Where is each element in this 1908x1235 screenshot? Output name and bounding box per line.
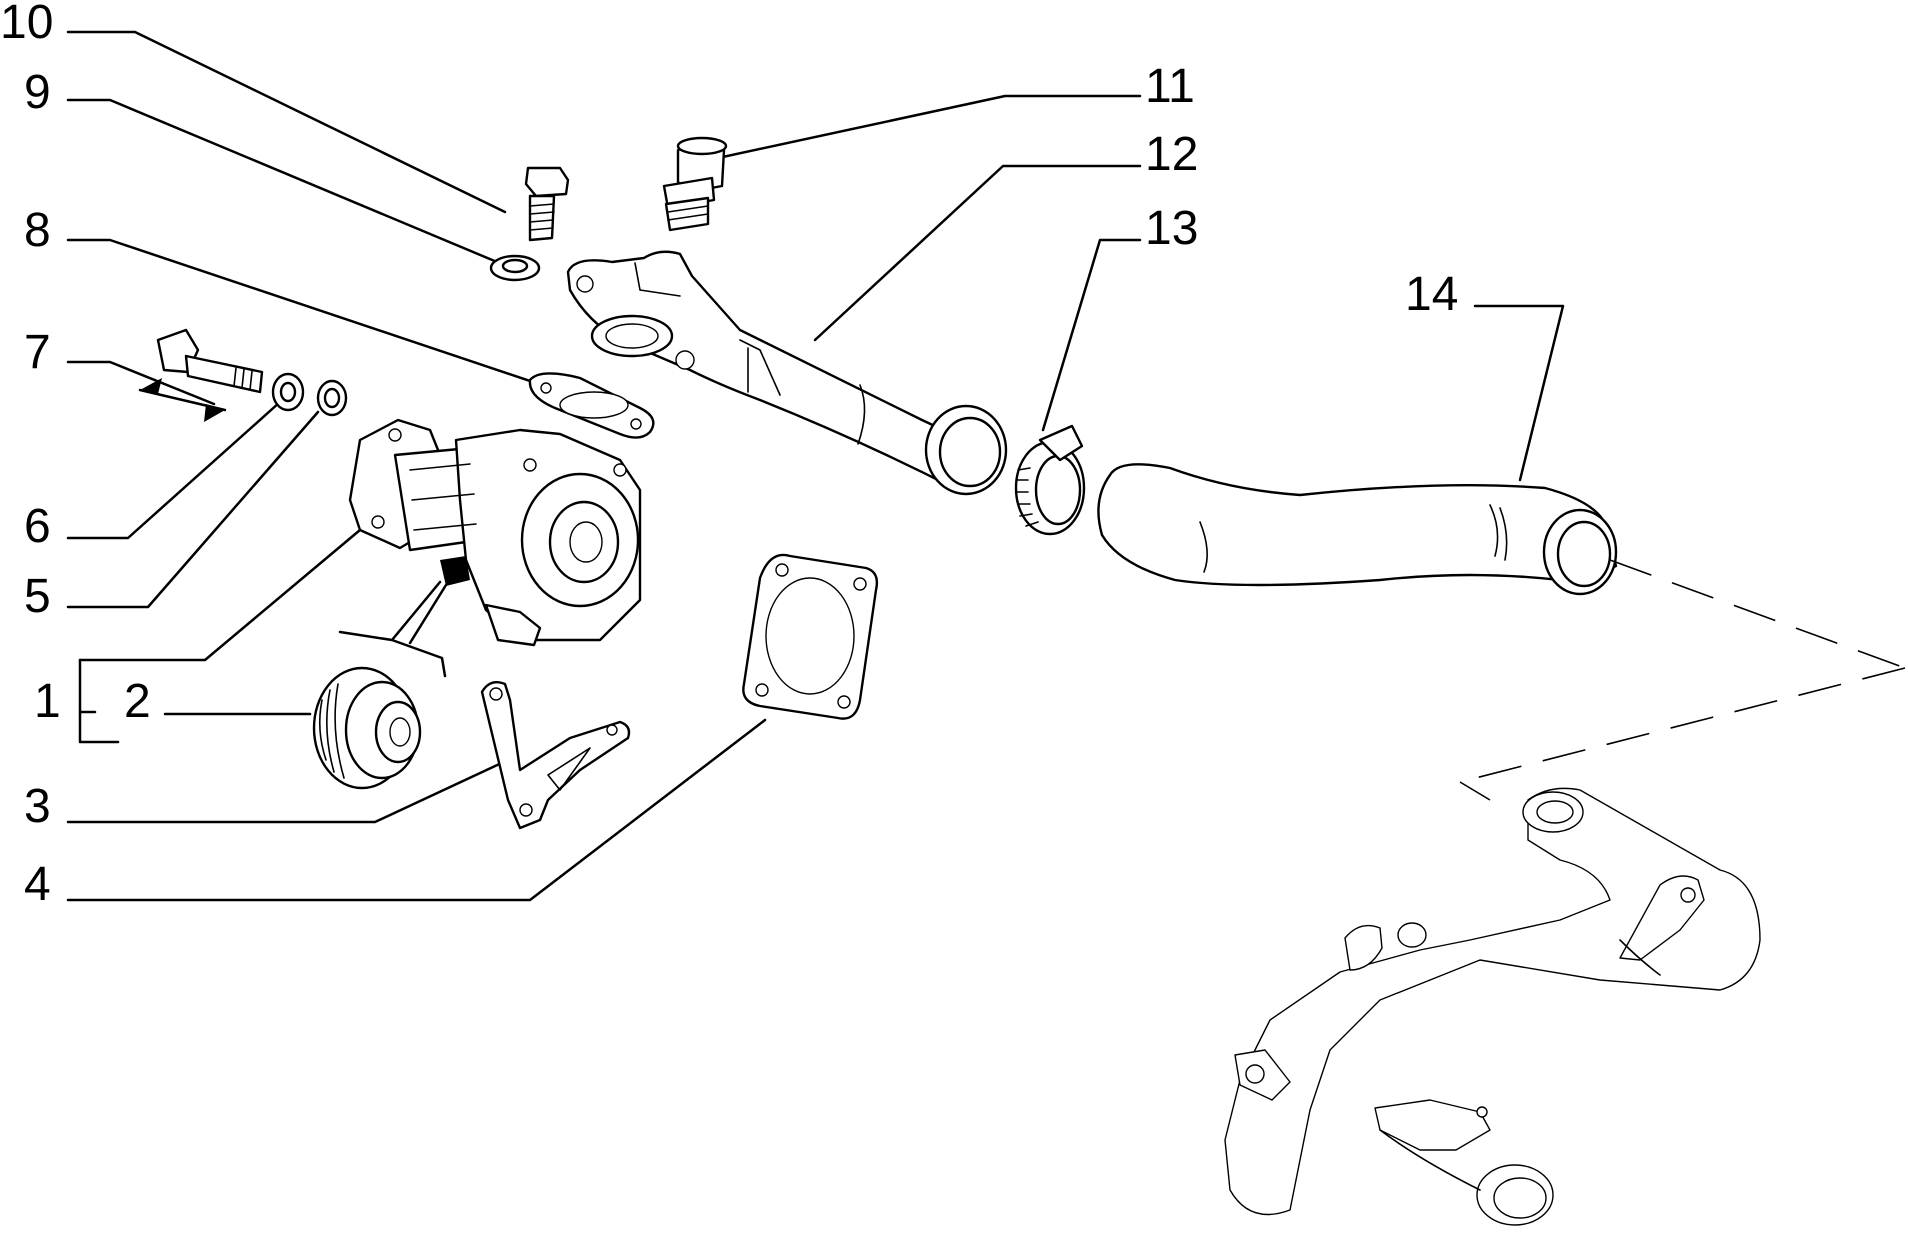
leader-6	[66, 400, 282, 540]
callout-8: 8	[24, 204, 51, 257]
gasket-part-8	[528, 372, 655, 439]
hose-part-14	[1097, 463, 1618, 596]
leader-7	[66, 360, 216, 406]
callout-14: 14	[1405, 268, 1458, 321]
pulley-part-2	[312, 666, 422, 790]
callout-11: 11	[1145, 60, 1195, 113]
callout-9: 9	[24, 66, 51, 119]
leader-3	[66, 758, 510, 824]
water-pump-part-1	[348, 418, 642, 647]
leader-5	[66, 410, 320, 609]
washer-part-6	[271, 372, 305, 412]
leader-12	[813, 164, 1142, 342]
leader-4	[66, 718, 767, 902]
group-bracket-to-pump-2	[408, 583, 448, 645]
washer-part-5	[316, 379, 348, 417]
callout-5: 5	[24, 570, 51, 623]
leader-10	[66, 30, 507, 214]
leader-lines	[66, 30, 1565, 902]
pipe-housing-part-12	[566, 250, 1008, 496]
washer-part-9	[489, 254, 541, 282]
leader-1-bracket	[78, 658, 120, 744]
callout-1: 1	[34, 675, 61, 728]
leader-14	[1473, 304, 1565, 482]
bolt-part-10	[524, 166, 570, 242]
reference-pipe-assembly	[1224, 787, 1761, 1226]
callout-4: 4	[24, 858, 51, 911]
callout-3: 3	[24, 780, 51, 833]
fitting-part-11	[662, 136, 728, 232]
bracket-part-3	[480, 681, 631, 830]
leader-13	[1041, 238, 1142, 432]
leader-1	[78, 528, 362, 662]
leader-9	[66, 98, 499, 264]
leader-8	[66, 238, 547, 388]
callout-2: 2	[124, 675, 151, 728]
bolt-part-7	[138, 328, 264, 422]
group-bracket-to-pump	[390, 580, 442, 642]
hose-clamp-part-13	[1014, 424, 1086, 536]
callout-12: 12	[1145, 128, 1198, 181]
callout-13: 13	[1145, 202, 1198, 255]
gasket-plate-part-4	[742, 553, 879, 720]
reference-dashes	[1459, 559, 1906, 801]
callout-6: 6	[24, 500, 51, 553]
callout-7: 7	[24, 326, 51, 379]
leader-11	[716, 94, 1142, 160]
group-bracket	[338, 630, 447, 678]
callout-10: 10	[0, 0, 53, 49]
